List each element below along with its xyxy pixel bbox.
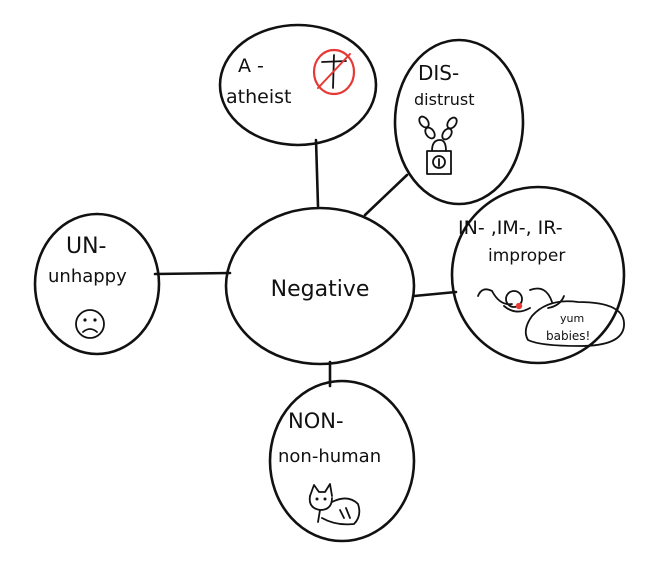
node-in-example: improper [488, 246, 565, 266]
speech-line-1: yum [560, 312, 584, 325]
center-node: Negative [224, 206, 416, 366]
node-a-example: atheist [226, 86, 291, 108]
node-un-prefix: UN- [66, 234, 107, 259]
node-non-example: non-human [278, 446, 381, 467]
node-non-prefix: NON- [288, 409, 344, 433]
node-dis-example: distrust [414, 90, 475, 109]
crying-baby-icon [477, 287, 565, 313]
speech-line-2: babies! [546, 329, 590, 343]
node-dis: DIS- distrust [393, 38, 525, 206]
node-dis-prefix: DIS- [418, 61, 459, 85]
node-un-bubble [33, 212, 161, 356]
sad-face-icon [75, 309, 105, 339]
connector-dis [363, 173, 409, 217]
node-in-bubble [450, 185, 626, 365]
connector-in [412, 290, 458, 298]
node-un-example: unhappy [48, 266, 127, 287]
node-un: UN- unhappy [33, 212, 161, 356]
center-label: Negative [271, 277, 370, 302]
node-non-bubble [268, 379, 416, 543]
node-a: A - atheist [218, 23, 378, 147]
node-non: NON- non-human [268, 379, 416, 543]
node-a-bubble [218, 23, 378, 147]
crossed-out-cross-icon [312, 48, 356, 96]
chain-padlock-icon [418, 115, 458, 175]
center-bubble [224, 206, 416, 366]
speech-bubble: yum babies! [524, 300, 625, 347]
connector-un [153, 271, 232, 276]
node-in-prefix: IN- ,IM-, IR- [458, 217, 563, 239]
connector-a [314, 138, 320, 208]
node-a-prefix: A - [238, 55, 264, 77]
cat-icon [308, 483, 361, 526]
connectors [153, 138, 458, 388]
node-in: IN- ,IM-, IR- improper yum babies! [450, 185, 626, 365]
node-dis-bubble [393, 38, 525, 206]
